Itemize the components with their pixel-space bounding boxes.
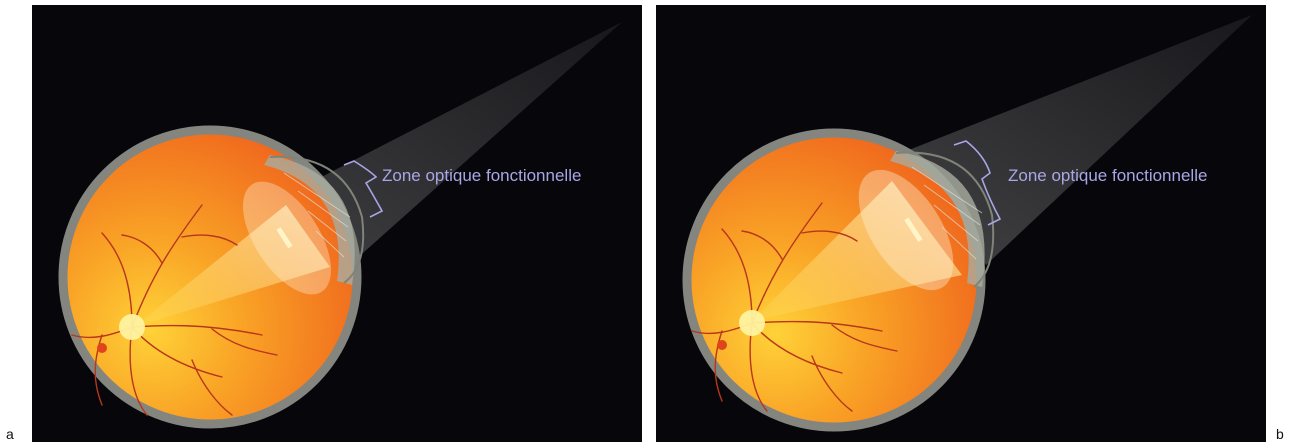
optic-disc (119, 314, 145, 340)
panel-a: Zone optique fonctionnelle (32, 5, 642, 442)
eye-diagram-a: Zone optique fonctionnelle (32, 5, 642, 442)
eye-diagram-b: Zone optique fonctionnelle (656, 5, 1266, 442)
panel-b: Zone optique fonctionnelle (656, 5, 1266, 442)
optic-disc (739, 310, 765, 336)
panel-letter-a: a (6, 426, 14, 442)
zone-optique-label: Zone optique fonctionnelle (382, 166, 581, 185)
fovea (717, 340, 727, 350)
panel-letter-b: b (1276, 426, 1284, 442)
fovea (97, 343, 107, 353)
zone-optique-label: Zone optique fonctionnelle (1008, 166, 1207, 185)
